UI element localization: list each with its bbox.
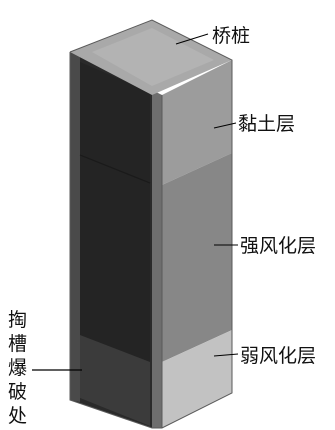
- column-left-face-inner: [80, 62, 150, 426]
- label-clay: 黏土层: [238, 113, 295, 135]
- label-pile: 桥桩: [212, 25, 250, 47]
- column-corner-strip: [152, 90, 162, 428]
- label-blast-char-2: 槽: [8, 333, 27, 355]
- layer-line-left: [79, 154, 151, 184]
- label-blast-char-5: 处: [8, 405, 27, 427]
- blast-zone-left-face: [80, 335, 150, 426]
- clay-layer-face: [162, 60, 232, 185]
- label-blast-char-1: 掏: [8, 309, 27, 331]
- leader-pile: [175, 33, 209, 45]
- column-outline: [69, 19, 233, 429]
- leader-clay: [213, 122, 237, 129]
- pile-top-face-inner: [92, 28, 214, 86]
- column-left-edge: [70, 52, 80, 402]
- label-blast-char-3: 爆: [8, 357, 27, 379]
- label-weak-weathered: 弱风化层: [240, 345, 316, 367]
- label-blast-char-4: 破: [8, 381, 27, 403]
- label-strong-weathered: 强风化层: [240, 235, 316, 257]
- leader-weak: [213, 353, 239, 357]
- strong-weathered-layer-face: [162, 153, 232, 362]
- weak-weathered-layer-face: [162, 330, 232, 428]
